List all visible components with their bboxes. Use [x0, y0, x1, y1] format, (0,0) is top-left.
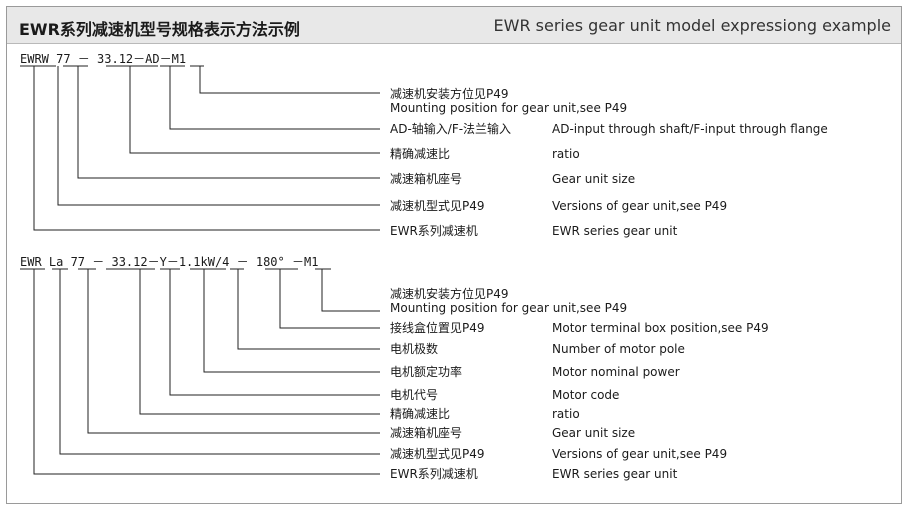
ex2-label-en-0: Mounting position for gear unit,see P49: [390, 301, 628, 315]
ex2-label-en-3: Motor nominal power: [552, 365, 680, 379]
ex1-label-cn-5: EWR系列减速机: [390, 224, 478, 238]
example2-model-code: EWR La 77 － 33.12－Y－1.1kW/4 － 180° －M1: [20, 255, 319, 269]
ex2-label-cn-5: 精确减速比: [390, 407, 451, 421]
ex2-label-cn-4: 电机代号: [390, 388, 439, 402]
diagram-frame: EWR系列减速机型号规格表示方法示例 EWR series gear unit …: [6, 6, 902, 504]
ex2-label-cn-6: 减速箱机座号: [390, 426, 463, 440]
ex1-label-en-4: Versions of gear unit,see P49: [552, 199, 728, 213]
ex1-label-cn-3: 减速箱机座号: [390, 172, 463, 186]
ex1-label-en-3: Gear unit size: [552, 172, 636, 186]
ex2-label-cn-1: 接线盒位置见P49: [390, 321, 485, 335]
ex2-label-cn-0: 减速机安装方位见P49: [390, 287, 509, 301]
ex1-label-en-2: ratio: [552, 147, 580, 161]
ex2-label-cn-2: 电机极数: [390, 342, 439, 356]
header-bar: EWR系列减速机型号规格表示方法示例 EWR series gear unit …: [7, 7, 901, 44]
title-english: EWR series gear unit model expressiong e…: [493, 16, 891, 35]
ex1-label-cn-2: 精确减速比: [390, 147, 451, 161]
ex2-label-en-7: Versions of gear unit,see P49: [552, 447, 728, 461]
ex2-label-en-2: Number of motor pole: [552, 342, 685, 356]
ex2-label-en-1: Motor terminal box position,see P49: [552, 321, 769, 335]
ex2-label-en-8: EWR series gear unit: [552, 467, 678, 481]
ex1-label-en-0: Mounting position for gear unit,see P49: [390, 101, 628, 115]
ex1-label-cn-1: AD-轴输入/F-法兰输入: [390, 122, 512, 136]
title-chinese: EWR系列减速机型号规格表示方法示例: [19, 20, 300, 39]
ex1-label-en-5: EWR series gear unit: [552, 224, 678, 238]
example1-model-code: EWRW 77 － 33.12－AD－M1: [20, 52, 187, 66]
ex2-label-en-6: Gear unit size: [552, 426, 636, 440]
ex1-label-cn-4: 减速机型式见P49: [390, 199, 485, 213]
ex2-label-en-5: ratio: [552, 407, 580, 421]
ex2-label-cn-7: 减速机型式见P49: [390, 447, 485, 461]
ex1-label-en-1: AD-input through shaft/F-input through f…: [552, 122, 828, 136]
ex2-label-cn-8: EWR系列减速机: [390, 467, 478, 481]
ex1-label-cn-0: 减速机安装方位见P49: [390, 87, 509, 101]
ex2-label-cn-3: 电机额定功率: [390, 365, 463, 379]
ex2-label-en-4: Motor code: [552, 388, 620, 402]
